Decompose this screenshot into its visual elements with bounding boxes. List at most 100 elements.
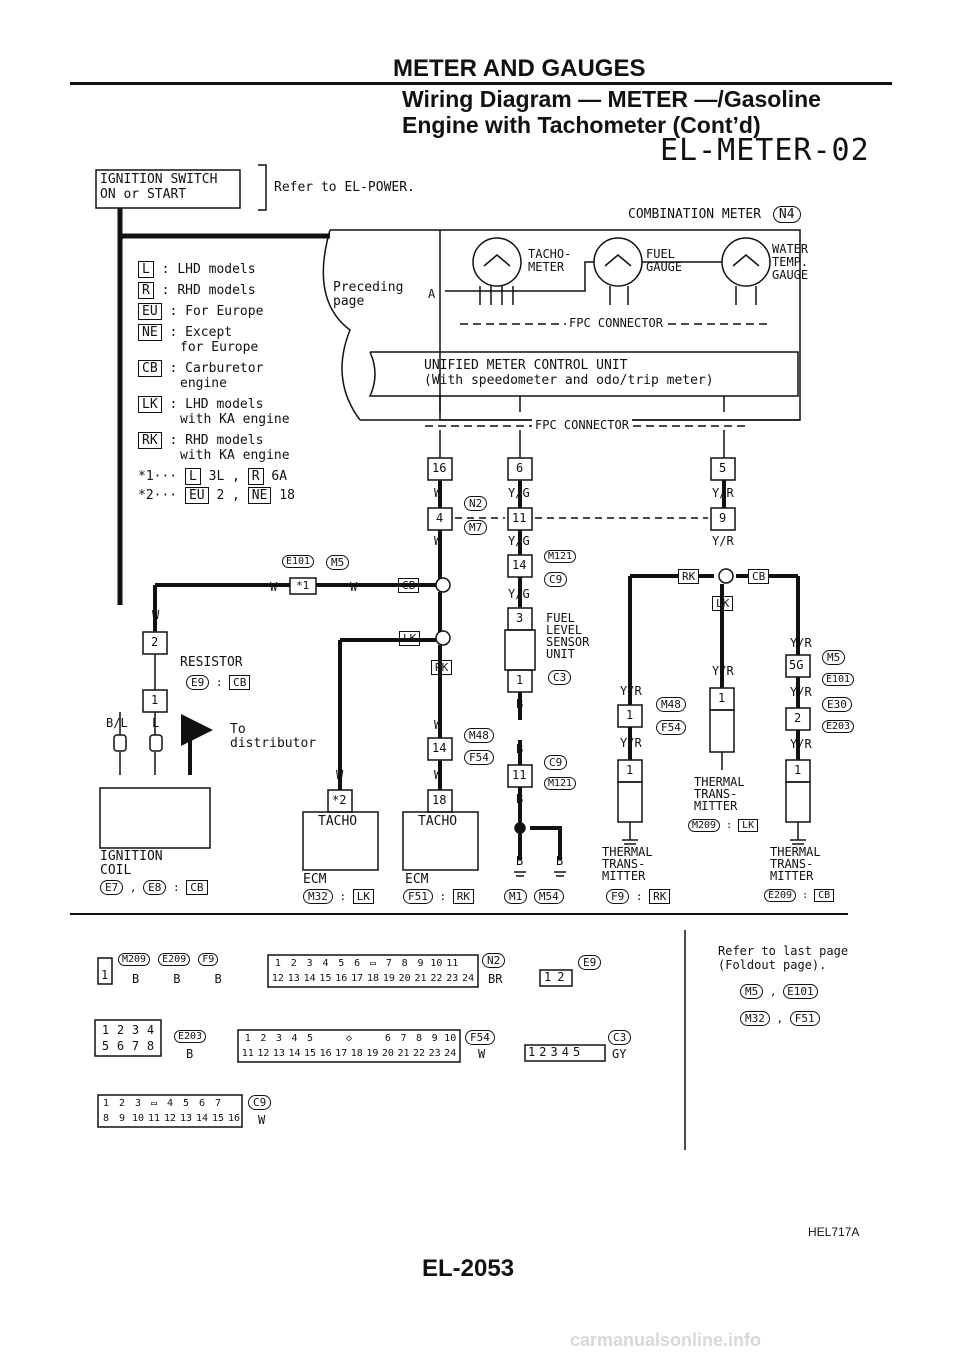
refer-line-2: (Foldout page). [718,958,827,972]
wire-color-yg: Y/G [508,587,530,601]
cond-lk: LK [399,631,421,646]
ignition-coil-connectors: E7 , E8 : CB [100,880,208,895]
legend: L : LHD models R : RHD models EU : For E… [138,261,295,504]
wire-color-yr: Y/R [712,486,734,500]
connector-m5: M5 [326,555,350,570]
note-1: *1··· L 3L , R 6A [138,468,288,485]
wire-color-w: W [434,768,442,782]
watermark: carmanualsonline.info [570,1330,762,1350]
pin: 24 [462,973,475,984]
pin: 4 [561,1045,569,1059]
connector-m48: M48 [656,697,686,712]
pin: 8 [416,1033,423,1044]
connector-e101: E101 [822,673,855,686]
pin: 22 [430,973,443,984]
resistor-label: RESISTOR [180,655,243,670]
pin: 12 [257,1048,270,1059]
tacho-line: TACHO- [528,247,572,261]
note-pin: 2 [216,488,225,503]
pin: 4 [291,1033,298,1044]
pin: 11 [446,958,459,969]
pin-star1: *1 [296,579,310,592]
connector-m121b: M121 [544,777,577,790]
thermal-line-2: TRANS- [694,787,738,801]
wire-color-w: W [350,580,358,594]
fuel-pin-3: 3 [516,611,524,625]
legend-label: LHD models [185,397,264,412]
pin: 5 [338,958,345,969]
legend-label-2: with KA engine [180,448,290,463]
wire-color: B [173,972,181,986]
pin: 7 [214,1098,222,1109]
pin: 6 [384,1033,391,1044]
pin-2: 2 [794,711,802,725]
pin: 14 [195,1113,209,1124]
legend-code: L [138,261,154,278]
pin-1: 1 [794,763,802,777]
cond-cb: CB [186,880,208,895]
cond-lk: LK [738,819,759,832]
wire-color-w: W [434,718,442,732]
connector-f51: F51 [403,889,433,904]
fs-line: FUEL [546,611,575,625]
wire-color-yr: Y/R [790,737,812,751]
fs-line-2: LEVEL [546,623,583,637]
unified-meter-control-unit: UNIFIED METER CONTROL UNIT(With speedome… [424,358,714,388]
connector-n4: N4 [772,206,801,223]
ground-connectors: M1 M54 [504,889,564,904]
thermal-line-2: TRANS- [602,857,646,871]
legend-code: CB [138,360,162,377]
pin: 19 [382,973,395,984]
pin: 21 [397,1048,410,1059]
pin: 20 [381,1048,394,1059]
connector-c9: C9 [544,572,568,587]
note-pin: 3L [208,469,225,484]
refer-line: Refer to last page [718,944,849,958]
resistor-pin-1: 1 [151,693,159,707]
pin: 3 [306,958,313,969]
fs-line-3: SENSOR [546,635,590,649]
section-title: METER AND GAUGES [393,55,646,82]
connector-e209: E209 [158,953,191,966]
pin: 4 [146,1023,155,1037]
coil-line: IGNITION [100,849,163,864]
legend-label: Carburetor [185,361,264,376]
page-number: EL-2053 [422,1255,515,1282]
pin: 17 [351,973,364,984]
pin-14b: 14 [432,741,447,755]
fpc-connector-1: FPC CONNECTOR [566,316,666,330]
c7-pin-grid: 1 2 3 ▭ 4 5 6 7 8 9 10 11 12 13 14 15 16 [98,1096,242,1126]
wire-color: B [132,972,140,986]
pin: 14 [288,1048,301,1059]
pin-18: 18 [432,793,447,807]
connector-m7: M7 [464,520,488,535]
pin-5g: 5G [789,658,804,672]
note-mark: *1··· [138,469,178,484]
pin-star2: *2 [332,793,347,807]
legend-code: RK [138,432,162,449]
note-code: R [247,468,264,485]
pin: 14 [303,973,316,984]
pin-14: 14 [512,558,527,572]
subtitle-line-2: Engine with Tachometer (Cont’d) [402,112,761,138]
thermal-line: THERMAL [694,775,745,789]
pin: 12 [271,973,284,984]
cond-cb: CB [748,569,770,584]
wire-color-b: B [556,854,564,868]
connector-e203: E203 [822,720,855,733]
refer-pair-2: M32 , F51 [740,1011,820,1026]
pin: 5 [307,1033,314,1044]
note-code: NE [247,487,272,504]
pin: 5 [182,1098,190,1109]
connector-f54: F54 [464,750,494,765]
pin: 1 [528,1045,536,1059]
wire-color-yr: Y/R [712,664,734,678]
connector-e8: E8 [143,880,167,895]
pin: 10 [131,1113,145,1124]
